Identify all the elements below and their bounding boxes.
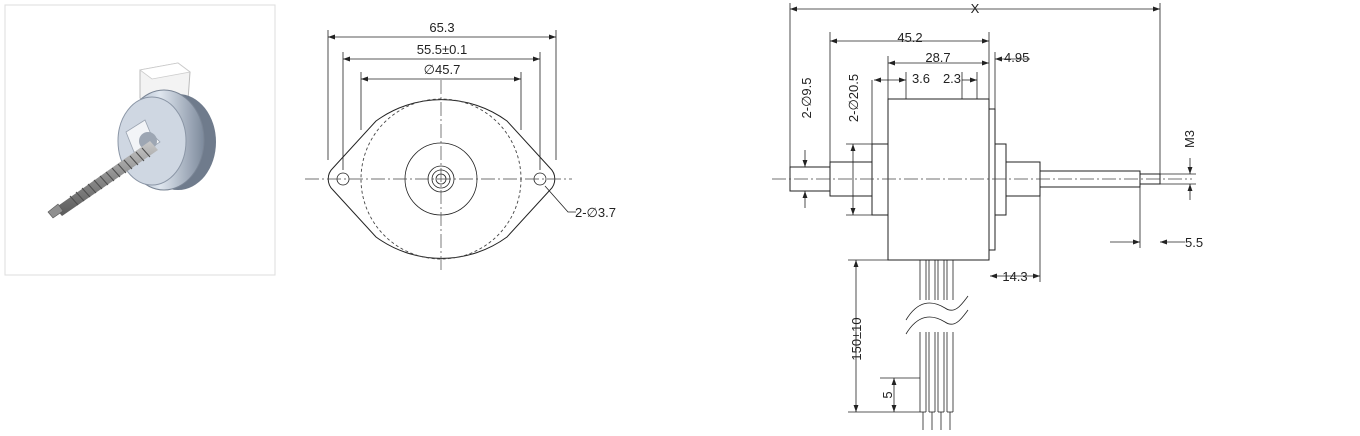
label-thread: M3 bbox=[1182, 130, 1197, 148]
label-body-diameter: ∅45.7 bbox=[424, 62, 461, 77]
label-mount-holes: 2-∅3.7 bbox=[575, 205, 616, 220]
front-view: 65.3 55.5±0.1 ∅45.7 2-∅3.7 bbox=[305, 20, 616, 270]
label-overall-width: 65.3 bbox=[429, 20, 454, 35]
label-thread-length: 5.5 bbox=[1185, 235, 1203, 250]
side-view: X 45.2 28.7 4.95 3.6 2.3 5.5 14.3 2-∅9.5… bbox=[772, 1, 1203, 430]
label-boss-width: 4.95 bbox=[1004, 50, 1029, 65]
label-body-length: 28.7 bbox=[925, 50, 950, 65]
label-hole-spacing: 55.5±0.1 bbox=[417, 42, 468, 57]
lead-wires bbox=[905, 260, 969, 430]
label-lead-pitch: 5 bbox=[880, 391, 895, 398]
front-extension-lines bbox=[327, 30, 557, 170]
break-line-bottom bbox=[905, 309, 969, 335]
label-rear-offset: 14.3 bbox=[1002, 269, 1027, 284]
leader-mount-holes bbox=[544, 185, 576, 213]
flange-plate bbox=[988, 108, 996, 251]
front-boss bbox=[871, 143, 889, 216]
side-extension-lines bbox=[789, 3, 1196, 413]
label-small-boss: 2-∅9.5 bbox=[799, 78, 814, 119]
label-lead-length: 150±10 bbox=[849, 317, 864, 360]
motor-body bbox=[887, 98, 990, 261]
label-end-gap: 2.3 bbox=[943, 71, 961, 86]
label-shaft-to-body: 45.2 bbox=[897, 30, 922, 45]
break-line-top bbox=[905, 295, 969, 321]
product-photo bbox=[4, 4, 276, 276]
rear-boss bbox=[994, 143, 1007, 216]
motor-rendering bbox=[47, 62, 216, 219]
label-total-length: X bbox=[971, 1, 980, 16]
label-flange-gap: 3.6 bbox=[912, 71, 930, 86]
label-large-boss: 2-∅20.5 bbox=[846, 74, 861, 122]
